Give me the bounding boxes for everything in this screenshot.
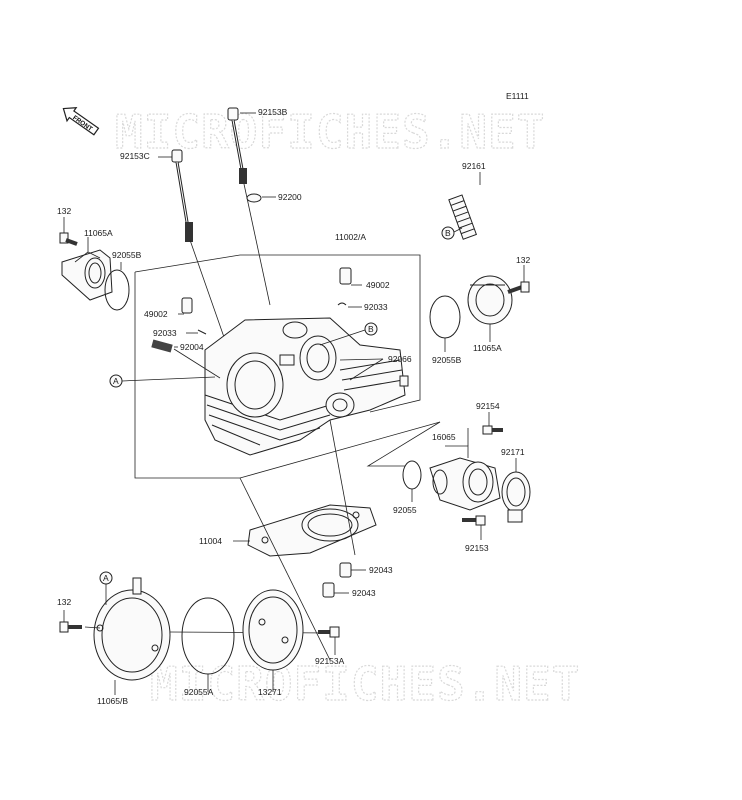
label-92055B-right: 92055B bbox=[432, 355, 462, 365]
callout-b-head bbox=[364, 322, 378, 336]
watermark-top: MICROFICHES.NET bbox=[115, 105, 545, 159]
label-92043-b: 92043 bbox=[352, 588, 376, 598]
washer-92200 bbox=[246, 193, 262, 203]
label-92004: 92004 bbox=[180, 342, 204, 352]
assembly-frame bbox=[134, 254, 421, 413]
cover-11065B bbox=[93, 577, 171, 681]
bolt-132-bottom bbox=[59, 621, 82, 633]
clip-92033-right bbox=[337, 302, 347, 306]
label-92055A: 92055A bbox=[184, 687, 214, 697]
bolt-132-right bbox=[507, 281, 530, 294]
label-92153C: 92153C bbox=[120, 151, 150, 161]
cover-11065A-right bbox=[467, 275, 513, 325]
tappet-49002-left bbox=[181, 297, 193, 314]
label-92153B: 92153B bbox=[258, 107, 288, 117]
stud-92004 bbox=[151, 339, 173, 353]
label-132-right: 132 bbox=[516, 255, 530, 265]
dowel-92066 bbox=[399, 375, 409, 387]
clip-92033-left bbox=[197, 329, 207, 335]
label-92153: 92153 bbox=[465, 543, 489, 553]
label-92153A: 92153A bbox=[315, 656, 345, 666]
svg-text:A: A bbox=[103, 573, 109, 583]
o-ring-92055 bbox=[402, 460, 422, 490]
dowel-92043-b bbox=[322, 582, 335, 598]
callout-b-damper bbox=[441, 226, 455, 240]
label-92154: 92154 bbox=[476, 401, 500, 411]
bolt-92153A bbox=[318, 626, 340, 638]
label-49002-right: 49002 bbox=[366, 280, 390, 290]
label-11065A-right: 11065A bbox=[473, 343, 502, 353]
bolt-92153 bbox=[462, 515, 486, 526]
front-arrow-icon: FRONT bbox=[62, 107, 100, 136]
head-gasket-11004 bbox=[247, 504, 377, 557]
label-13271: 13271 bbox=[258, 687, 282, 697]
cylinder-head bbox=[204, 317, 406, 456]
tappet-49002-right bbox=[339, 267, 352, 285]
label-92033-right: 92033 bbox=[364, 302, 388, 312]
intake-pipe-16065 bbox=[429, 457, 501, 511]
label-49002-left: 49002 bbox=[144, 309, 168, 319]
label-11004: 11004 bbox=[199, 536, 222, 546]
label-92055: 92055 bbox=[393, 505, 417, 515]
label-92055B-left: 92055B bbox=[112, 250, 142, 260]
label-16065: 16065 bbox=[432, 432, 456, 442]
o-ring-92055B-left bbox=[104, 269, 130, 311]
svg-text:B: B bbox=[445, 228, 451, 238]
dowel-92043-a bbox=[339, 562, 352, 578]
label-132-bottom: 132 bbox=[57, 597, 71, 607]
label-92043-a: 92043 bbox=[369, 565, 393, 575]
cover-11065A-left bbox=[61, 249, 113, 301]
clamp-92171 bbox=[501, 471, 531, 523]
plate-13271 bbox=[242, 589, 304, 671]
label-132-top: 132 bbox=[57, 206, 71, 216]
o-ring-92055B-right bbox=[429, 295, 461, 339]
svg-text:A: A bbox=[113, 376, 119, 386]
bolt-132-top-left bbox=[59, 232, 78, 246]
label-11065B: 11065/B bbox=[97, 696, 128, 706]
bolt-92154 bbox=[482, 425, 503, 435]
diagram-code: E1111 bbox=[506, 91, 529, 101]
label-92171: 92171 bbox=[501, 447, 525, 457]
label-92066: 92066 bbox=[388, 354, 412, 364]
watermark-bottom: MICROFICHES.NET bbox=[150, 657, 580, 711]
label-92161: 92161 bbox=[462, 161, 486, 171]
label-92200: 92200 bbox=[278, 192, 302, 202]
stud-bolt-92153B bbox=[227, 107, 247, 184]
label-11002A: 11002/A bbox=[335, 232, 366, 242]
label-92033-left: 92033 bbox=[153, 328, 177, 338]
svg-text:B: B bbox=[368, 324, 374, 334]
label-11065A-left: 11065A bbox=[84, 228, 113, 238]
damper-92161 bbox=[448, 194, 478, 240]
stud-bolt-92153C bbox=[171, 149, 193, 242]
